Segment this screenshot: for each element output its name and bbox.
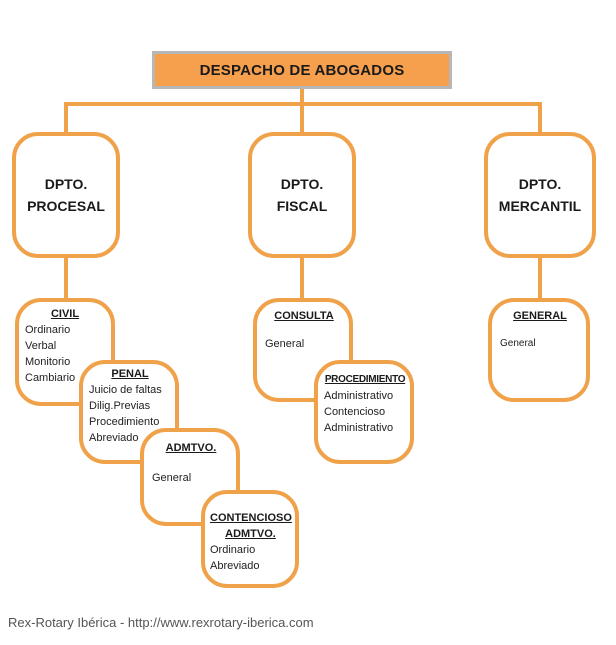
- mercantil-general-title: GENERAL: [513, 310, 567, 322]
- dept-fiscal-node: DPTO. FISCAL: [248, 132, 356, 258]
- dept-procesal-line2: PROCESAL: [27, 198, 105, 214]
- contencioso-title-line2: ADMTVO.: [225, 528, 276, 540]
- credit-text: Rex-Rotary Ibérica - http://www.rexrotar…: [8, 615, 314, 630]
- penal-item: Dilig.Previas: [89, 400, 151, 412]
- mercantil-general-node: GENERAL General: [488, 298, 590, 402]
- dept-mercantil-line2: MERCANTIL: [498, 198, 582, 214]
- dept-fiscal-line2: FISCAL: [276, 198, 328, 214]
- penal-node: PENAL Juicio de faltas Dilig.Previas Pro…: [79, 360, 179, 464]
- procedimiento-item: Administrativo: [324, 422, 394, 434]
- civil-item: Ordinario: [25, 324, 71, 336]
- procedimiento-item: Administrativo: [324, 390, 394, 402]
- consulta-item: General: [265, 338, 305, 350]
- dept-procesal-line1: DPTO.: [44, 176, 88, 192]
- civil-item: Monitorio: [25, 356, 71, 368]
- admtvo-item: General: [152, 472, 192, 484]
- mercantil-general-item: General: [500, 338, 536, 349]
- admtvo-node: ADMTVO. General: [140, 428, 240, 526]
- procedimiento-title: PROCEDIMIENTO: [324, 374, 406, 385]
- procedimiento-item: Contencioso: [324, 406, 386, 418]
- contencioso-title-line1: CONTENCIOSO: [210, 512, 292, 524]
- civil-title: CIVIL: [50, 308, 80, 320]
- admtvo-title: ADMTVO.: [165, 442, 217, 454]
- dept-procesal-node: DPTO. PROCESAL: [12, 132, 120, 258]
- penal-item: Procedimiento: [89, 416, 160, 428]
- civil-item: Cambiario: [25, 372, 76, 384]
- penal-item: Abreviado: [89, 432, 139, 444]
- consulta-title: CONSULTA: [274, 310, 334, 322]
- contencioso-item: Ordinario: [210, 544, 256, 556]
- dept-fiscal-line1: DPTO.: [280, 176, 324, 192]
- civil-item: Verbal: [25, 340, 57, 352]
- dept-mercantil-node: DPTO. MERCANTIL: [484, 132, 596, 258]
- contencioso-item: Abreviado: [210, 560, 260, 572]
- root-node-despacho: DESPACHO DE ABOGADOS: [152, 51, 452, 89]
- penal-item: Juicio de faltas: [89, 384, 162, 396]
- penal-title: PENAL: [111, 368, 149, 380]
- dept-mercantil-line1: DPTO.: [518, 176, 562, 192]
- root-title: DESPACHO DE ABOGADOS: [199, 61, 405, 79]
- contencioso-admtvo-node: CONTENCIOSO ADMTVO. Ordinario Abreviado: [201, 490, 299, 588]
- procedimiento-node: PROCEDIMIENTO Administrativo Contencioso…: [314, 360, 414, 464]
- civil-node: CIVIL Ordinario Verbal Monitorio Cambiar…: [15, 298, 115, 406]
